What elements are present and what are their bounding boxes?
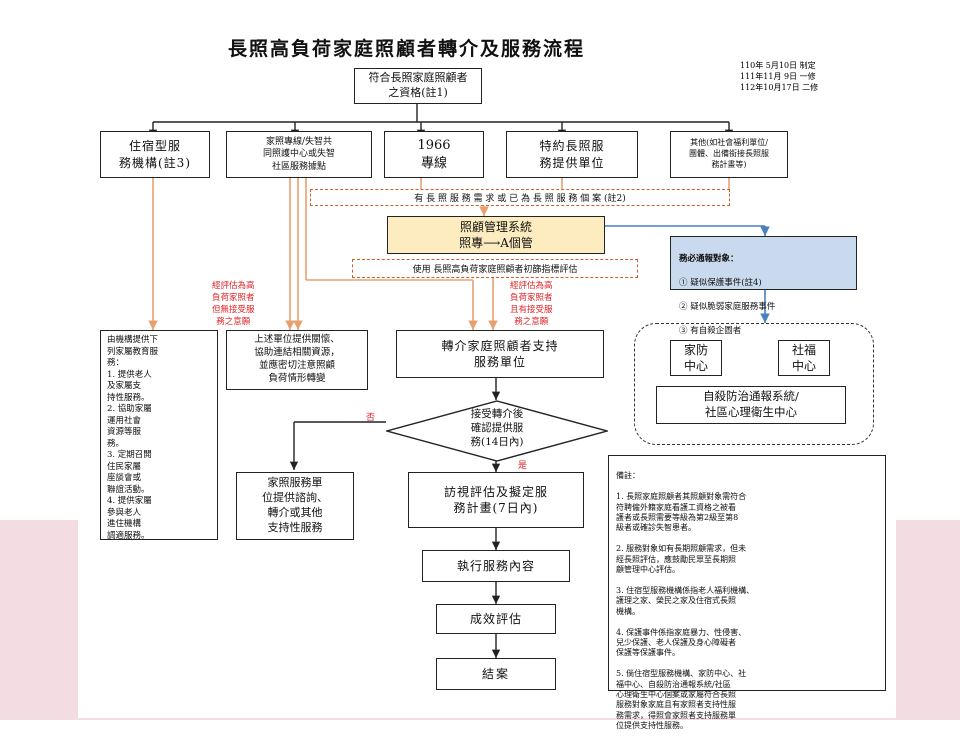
case-closure-box: 結案: [436, 658, 556, 690]
revision-line: 112年10月17日 二修: [740, 83, 819, 92]
notes-title: 備註：: [616, 471, 640, 481]
revision-line: 111年11月 9日 一修: [740, 72, 816, 81]
unit-care-attention-box: 上述單位提供關懷、 協助連結相關資源， 並應密切注意照顧 負荷情形轉變: [226, 330, 368, 390]
ltc-need-case-banner: 有 長 照 服 務 需 求 或 已 為 長 照 服 務 個 案 (註2): [310, 189, 730, 206]
visit-assessment-box: 訪視評估及擬定服 務計畫(7日內): [408, 472, 584, 528]
note-item: 2. 服務對象如有長期照顧需求，但未 經長照評估，應鼓勵民眾至長期照 顧管理中心…: [616, 544, 747, 575]
screening-indicator-banner: 使用 長照高負荷家庭照顧者初篩指標評估: [352, 259, 638, 278]
yes-label: 是: [518, 461, 528, 471]
revision-line: 110年 5月10日 制定: [740, 61, 816, 70]
support-centers-group: [634, 323, 874, 445]
no-label: 否: [366, 413, 376, 423]
connector-lines: [148, 104, 770, 658]
facility-family-education-box: 由機構提供下 列家屬教育服 務： 1. 提供老人 及家屬支 持性服務。 2. 協…: [100, 330, 218, 541]
report-item: ③ 有自殺企圖者: [679, 326, 742, 336]
residential-facility-box: 住宿型服 務機構(註3): [100, 131, 210, 178]
mandatory-report-title: 務必通報對象：: [679, 254, 739, 264]
social-welfare-center-box: 社福 中心: [778, 340, 830, 376]
decision-text: 接受轉介後 確認提供服 務(14日內): [470, 408, 524, 448]
caregiver-support-box: 家照專線/失智共 同照護中心或失智 社區服務據點: [226, 131, 372, 178]
hotline-1966-box: 1966 專線: [384, 131, 484, 178]
care-management-system-box: 照顧管理系統 照專⟶A個管: [387, 216, 605, 254]
family-violence-center-box: 家防 中心: [670, 340, 722, 376]
suicide-prevention-system-box: 自殺防治通報系統/ 社區心理衛生中心: [656, 386, 846, 424]
flowchart-sheet: 長照高負荷家庭照顧者轉介及服務流程 110年 5月10日 制定 111年11月 …: [78, 10, 896, 730]
revision-history: 110年 5月10日 制定 111年11月 9日 一修 112年10月17日 二…: [740, 60, 818, 93]
outcome-evaluation-box: 成效評估: [436, 604, 556, 634]
page-title: 長照高負荷家庭照顧者轉介及服務流程: [228, 38, 586, 60]
referral-support-unit-box: 轉介家庭照顧者支持 服務單位: [396, 330, 604, 378]
unwilling-caregiver-label: 經評估為高 負荷家照者 但無接受服 務之意願: [212, 281, 255, 327]
contracted-provider-box: 特約長照服 務提供單位: [506, 131, 638, 178]
note-item: 3. 住宿型服務機構係指老人福利機構、 護理之家、榮民之家及住宿式長照 機構。: [616, 585, 755, 616]
mandatory-report-box: 務必通報對象： ① 疑似保護事件(註4) ② 疑似脆弱家庭服務事件 ③ 有自殺企…: [670, 236, 857, 336]
willing-caregiver-label: 經評估為高 負荷家照者 且有接受服 務之意願: [510, 281, 553, 327]
note-item: 1. 長照家庭照顧者其照顧對象需符合 符聘僱外籍家庭看護工資格之被看 護者或長照…: [616, 492, 747, 533]
note-item: 4. 保護事件係指家庭暴力、性侵害、 兒少保護、老人保護及身心障礙者 保護等保護…: [616, 627, 747, 658]
report-item: ① 疑似保護事件(註4): [679, 278, 762, 288]
eligibility-box: 符合長照家庭照顧者 之資格(註1): [354, 68, 482, 104]
report-item: ② 疑似脆弱家庭服務事件: [679, 302, 776, 312]
other-units-box: 其他(如社會福利單位/ 團體、出備銜接長照服 務計畫等): [670, 131, 788, 178]
consultation-services-box: 家照服務單 位提供諮詢、 轉介或其他 支持性服務: [236, 472, 354, 540]
execute-service-box: 執行服務內容: [422, 550, 570, 582]
note-item: 5. 倘住宿型服務機構、家防中心、社 福中心、自殺防治通報系統/社區 心理衛生中…: [616, 669, 747, 731]
notes-box: 備註： 1. 長照家庭照顧者其照顧對象需符合 符聘僱外籍家庭看護工資格之被看 護…: [608, 455, 886, 730]
decision-diamond: [386, 400, 608, 462]
